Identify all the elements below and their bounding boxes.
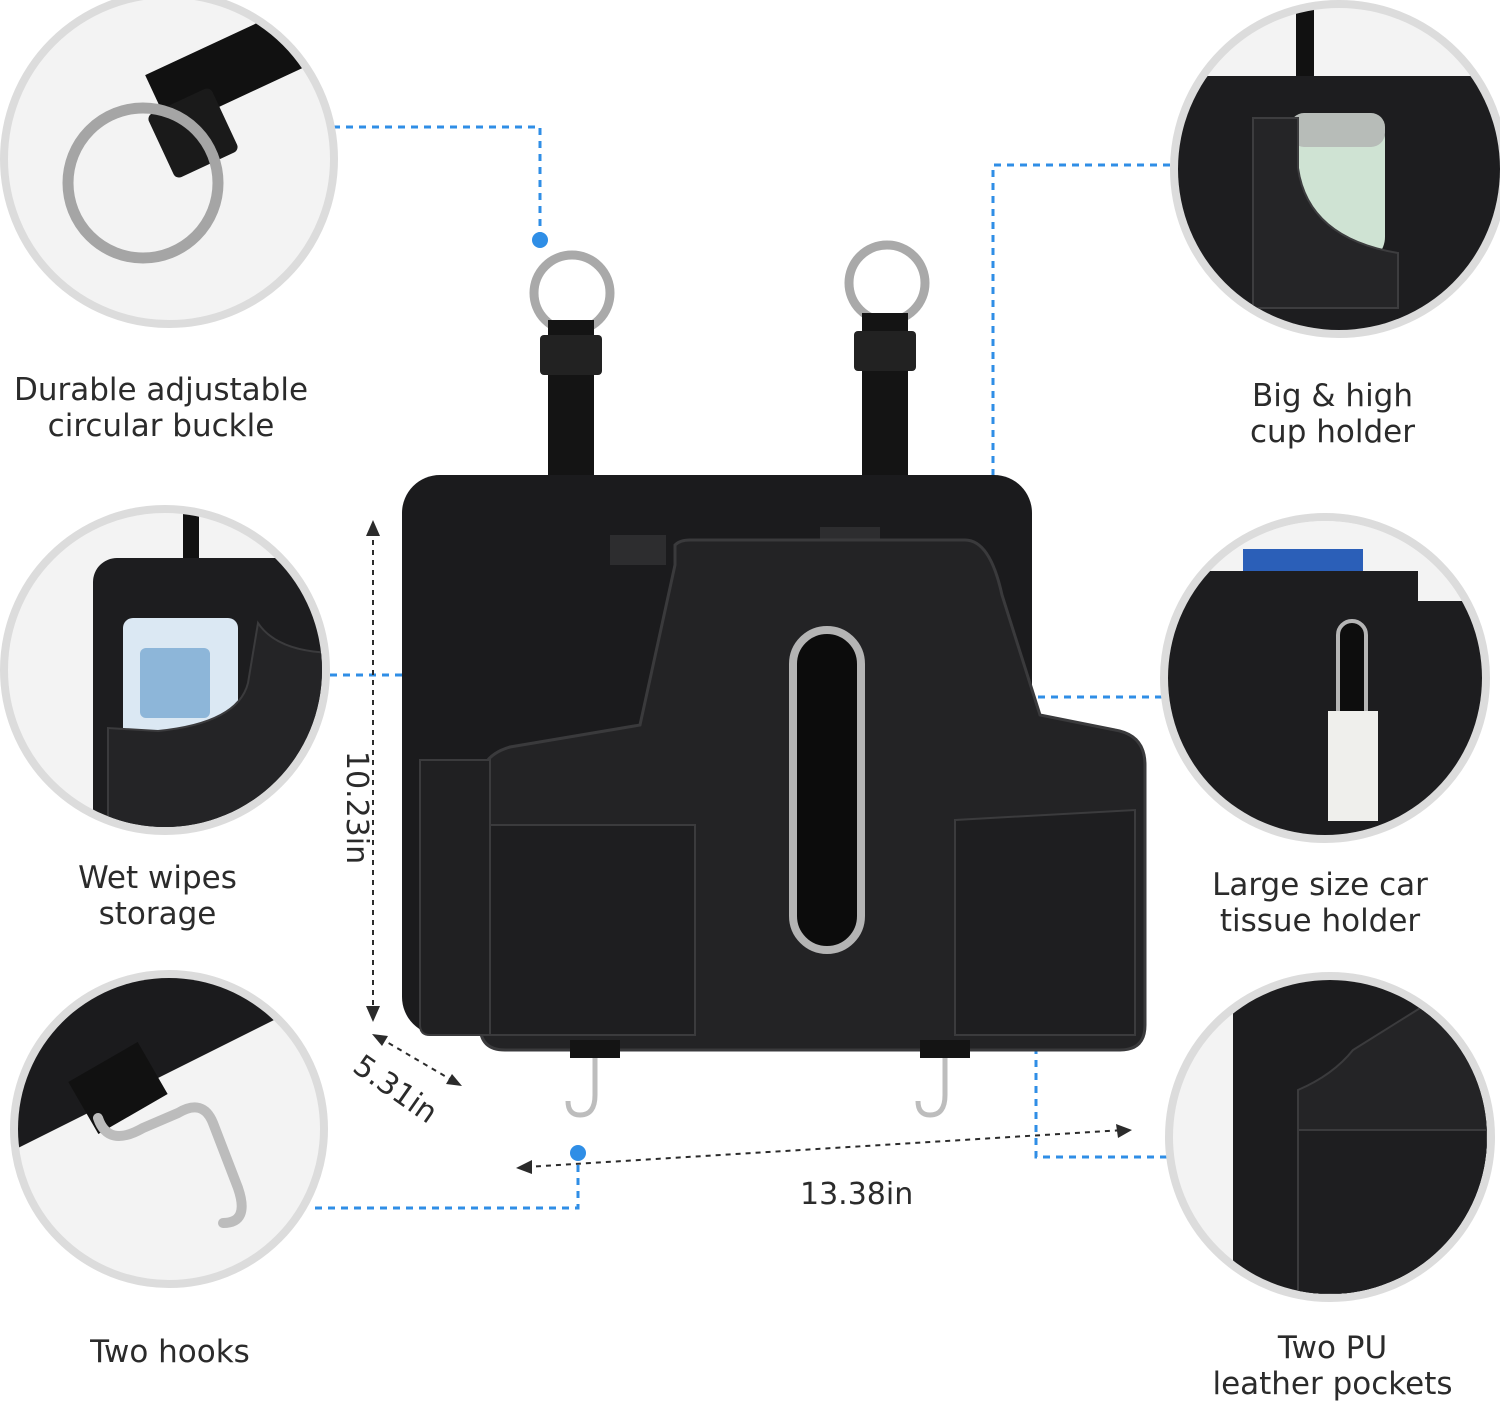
left-ring — [529, 250, 615, 336]
hooks-detail-circle — [10, 970, 328, 1288]
wet-wipes-detail-circle — [0, 505, 330, 835]
pockets-caption: Two PU leather pockets — [1212, 1330, 1453, 1402]
tissue-detail-circle — [1160, 513, 1490, 843]
wet-wipes-caption: Wet wipes storage — [78, 860, 237, 932]
tissue-slot — [789, 626, 865, 954]
cup-holder-detail-circle — [1170, 0, 1500, 338]
right-ring — [844, 240, 930, 326]
cup-holder-callout-line — [991, 163, 1170, 575]
cup-holder-icon — [1178, 8, 1500, 330]
depth-dimension-line — [379, 1037, 456, 1083]
hooks-caption: Two hooks — [90, 1334, 250, 1370]
tissue-box-icon — [1168, 521, 1482, 835]
hooks-callout-line — [315, 1155, 580, 1210]
tissue-caption: Large size car tissue holder — [1212, 867, 1428, 939]
buckle-callout-line — [333, 125, 542, 240]
cup-holder-caption: Big & high cup holder — [1250, 378, 1415, 450]
right-hook — [915, 1050, 948, 1118]
buckle-caption: Durable adjustable circular buckle — [13, 372, 309, 444]
pockets-detail-circle — [1165, 972, 1495, 1302]
pocket-icon — [1233, 980, 1487, 1294]
hook-icon — [18, 978, 278, 1228]
width-label: 13.38in — [800, 1177, 914, 1212]
buckle-detail-circle — [0, 0, 338, 328]
buckle-icon — [62, 0, 330, 264]
height-label: 10.23in — [339, 750, 375, 865]
left-hook — [565, 1050, 598, 1118]
left-pocket — [489, 824, 696, 1036]
right-pocket — [954, 808, 1136, 1036]
wet-wipes-icon — [93, 513, 322, 827]
product-organizer-illustration — [402, 240, 1147, 1118]
